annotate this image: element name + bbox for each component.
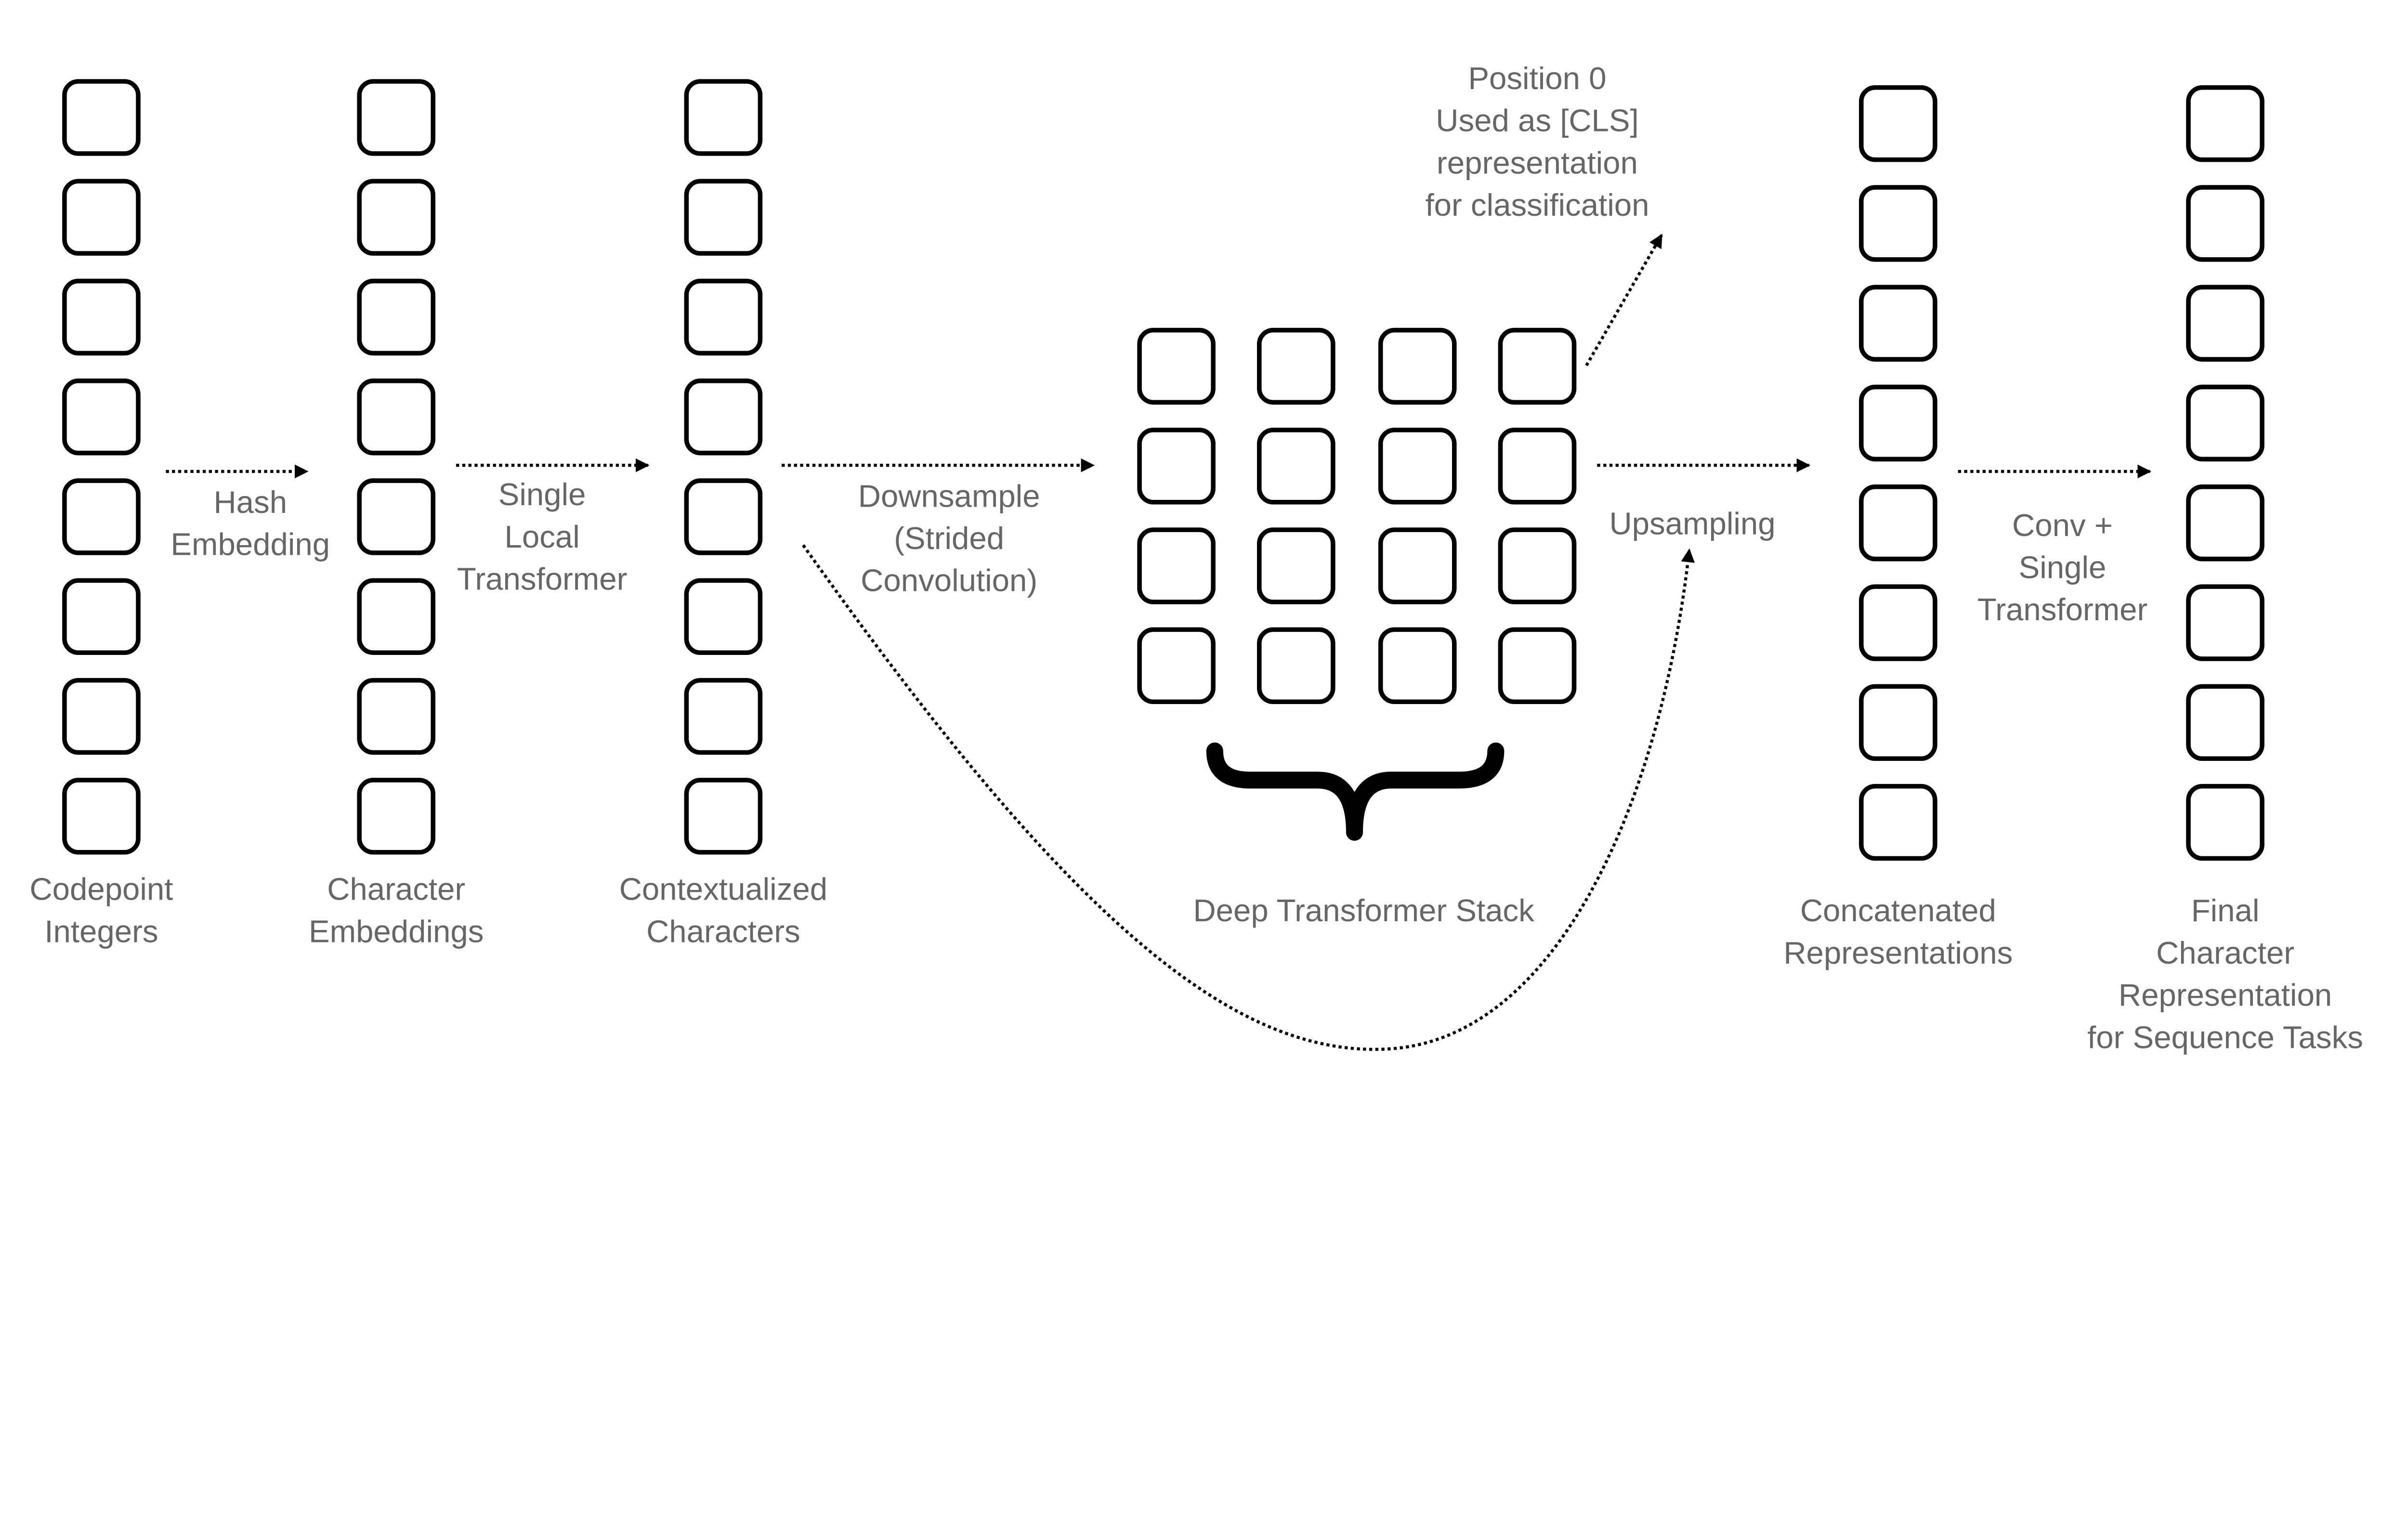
transformer-stack-cell xyxy=(1498,428,1577,505)
conv-transformer-label: Conv + xyxy=(2012,508,2113,543)
concatenated-cell xyxy=(1859,684,1937,761)
downsample-label: (Strided xyxy=(894,521,1004,556)
contextualized-cell xyxy=(684,478,763,555)
single-local-transformer-label: Local xyxy=(505,519,580,554)
concatenated-label: Representations xyxy=(1783,935,2013,970)
cls-label: Position 0 xyxy=(1468,61,1606,96)
cls-arrow xyxy=(1585,234,1663,366)
labels: CodepointIntegersCharacterEmbeddingsCont… xyxy=(29,61,2363,1055)
codepoints-cell xyxy=(62,179,141,256)
transformer-stack-cell xyxy=(1257,428,1335,505)
contextualized-cell xyxy=(684,778,763,855)
contextualized-cell xyxy=(684,278,763,356)
final-label: Final xyxy=(2191,893,2260,928)
deep-transformer-stack-label: Deep Transformer Stack xyxy=(1193,893,1534,928)
codepoints-cell xyxy=(62,478,141,555)
contextualized-cell xyxy=(684,578,763,655)
final-cell xyxy=(2186,584,2264,661)
cls-label: representation xyxy=(1437,145,1638,180)
downsample-label: Convolution) xyxy=(861,563,1037,598)
final-label: Representation xyxy=(2119,978,2332,1013)
codepoints-cell xyxy=(62,678,141,755)
concatenated-cell xyxy=(1859,484,1937,562)
transformer-stack-cell xyxy=(1137,428,1216,505)
boxes xyxy=(62,79,2264,861)
contextualized-cell xyxy=(684,179,763,256)
concatenated-cell xyxy=(1859,285,1937,362)
cls-label: for classification xyxy=(1425,187,1649,222)
concatenated-cell xyxy=(1859,384,1937,462)
char-embeddings-cell xyxy=(357,578,436,655)
hash-embedding-label: Embedding xyxy=(170,527,330,562)
codepoints-label: Codepoint xyxy=(29,872,173,907)
final-label: for Sequence Tasks xyxy=(2087,1019,2363,1055)
final-cell xyxy=(2186,784,2264,861)
arrows xyxy=(166,234,2152,1051)
final-cell xyxy=(2186,384,2264,462)
concatenated-cell xyxy=(1859,784,1937,861)
canine-architecture-diagram: CodepointIntegersCharacterEmbeddingsCont… xyxy=(29,61,2363,1055)
contextualized-cell xyxy=(684,678,763,755)
residual-arrow xyxy=(802,544,1695,1051)
final-label: Character xyxy=(2156,935,2294,970)
deep-stack-brace xyxy=(1206,742,1505,841)
concatenated-cell xyxy=(1859,584,1937,661)
char-embeddings-cell xyxy=(357,478,436,555)
transformer-stack-cell xyxy=(1378,428,1457,505)
conv-transformer-label: Single xyxy=(2019,550,2107,585)
final-cell xyxy=(2186,85,2264,162)
final-cell xyxy=(2186,285,2264,362)
codepoints-label: Integers xyxy=(44,914,158,949)
final-cell xyxy=(2186,185,2264,262)
transformer-stack-cell xyxy=(1378,327,1457,405)
transformer-stack-cell xyxy=(1498,527,1577,604)
cls-label: Used as [CLS] xyxy=(1436,103,1638,138)
contextualized-label: Contextualized xyxy=(619,872,827,907)
final-cell xyxy=(2186,484,2264,562)
concatenated-cell xyxy=(1859,85,1937,162)
transformer-stack-cell xyxy=(1378,627,1457,705)
char-embeddings-label: Embeddings xyxy=(309,914,484,949)
transformer-stack-cell xyxy=(1257,627,1335,705)
char-embeddings-label: Character xyxy=(327,872,465,907)
upsampling-label: Upsampling xyxy=(1609,506,1775,541)
char-embeddings-cell xyxy=(357,179,436,256)
codepoints-cell xyxy=(62,379,141,456)
transformer-stack-cell xyxy=(1137,627,1216,705)
codepoints-cell xyxy=(62,778,141,855)
final-cell xyxy=(2186,684,2264,761)
single-local-transformer-label: Transformer xyxy=(457,561,627,596)
transformer-stack-cell xyxy=(1378,527,1457,604)
transformer-stack-cell xyxy=(1257,527,1335,604)
concatenated-label: Concatenated xyxy=(1800,893,1996,928)
contextualized-label: Characters xyxy=(646,914,800,949)
transformer-stack-cell xyxy=(1137,327,1216,405)
single-local-transformer-label: Single xyxy=(498,477,586,512)
codepoints-cell xyxy=(62,79,141,156)
codepoints-cell xyxy=(62,278,141,356)
downsample-label: Downsample xyxy=(858,478,1040,513)
char-embeddings-cell xyxy=(357,778,436,855)
char-embeddings-cell xyxy=(357,278,436,356)
hash-embedding-label: Hash xyxy=(213,484,287,520)
transformer-stack-cell xyxy=(1498,627,1577,705)
transformer-stack-cell xyxy=(1498,327,1577,405)
transformer-stack-cell xyxy=(1137,527,1216,604)
char-embeddings-cell xyxy=(357,678,436,755)
contextualized-cell xyxy=(684,79,763,156)
codepoints-cell xyxy=(62,578,141,655)
char-embeddings-cell xyxy=(357,79,436,156)
transformer-stack-cell xyxy=(1257,327,1335,405)
char-embeddings-cell xyxy=(357,379,436,456)
conv-transformer-label: Transformer xyxy=(1977,592,2147,627)
concatenated-cell xyxy=(1859,185,1937,262)
contextualized-cell xyxy=(684,379,763,456)
